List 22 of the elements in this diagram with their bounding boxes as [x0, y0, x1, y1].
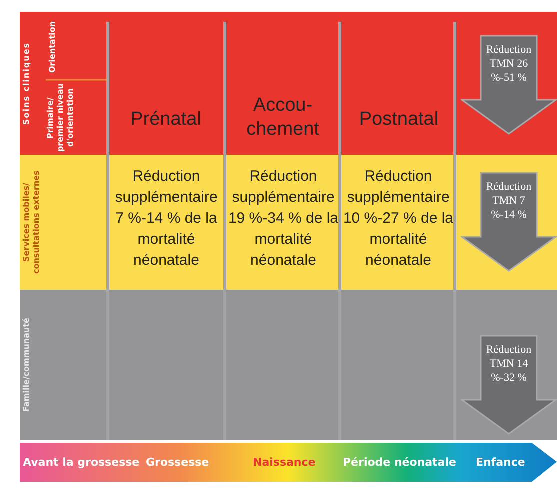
row-header: Orientation: [48, 20, 58, 75]
row-header: Services mobiles/ consultations externes: [22, 170, 42, 276]
arrow-label: Réduction TMN 14 %-32 %: [485, 343, 533, 385]
timeline-label: Période néonatale: [343, 456, 456, 469]
column-header: Accou- chement: [246, 94, 320, 142]
down-arrow: [461, 335, 557, 435]
timeline-label: Grossesse: [146, 456, 210, 469]
row-header: Famille/communauté: [22, 317, 32, 414]
timeline-label: Naissance: [253, 456, 316, 469]
row-header: Soins cliniques: [22, 41, 32, 127]
arrow-label: Réduction TMN 26 %-51 %: [485, 43, 533, 85]
down-arrow: [461, 35, 557, 135]
column-header: Prénatal: [130, 108, 202, 132]
timeline-label: Avant la grossesse: [23, 456, 140, 469]
down-arrow: [461, 172, 557, 272]
table-cell-text: Réduction supplémentaire 19 %-34 % de la mortalité néonatale: [227, 167, 340, 271]
row-header: Primaire/ premier niveau d'orientation: [46, 82, 76, 154]
arrow-label: Réduction TMN 7 %-14 %: [485, 180, 533, 222]
table-cell-text: Réduction supplémentaire 7 %-14 % de la mortalité néonatale: [114, 167, 219, 271]
timeline-label: Enfance: [476, 456, 526, 469]
table-cell-text: Réduction supplémentaire 10 %-27 % de la mortalité néonatale: [342, 167, 455, 271]
column-header: Postnatal: [358, 108, 440, 132]
